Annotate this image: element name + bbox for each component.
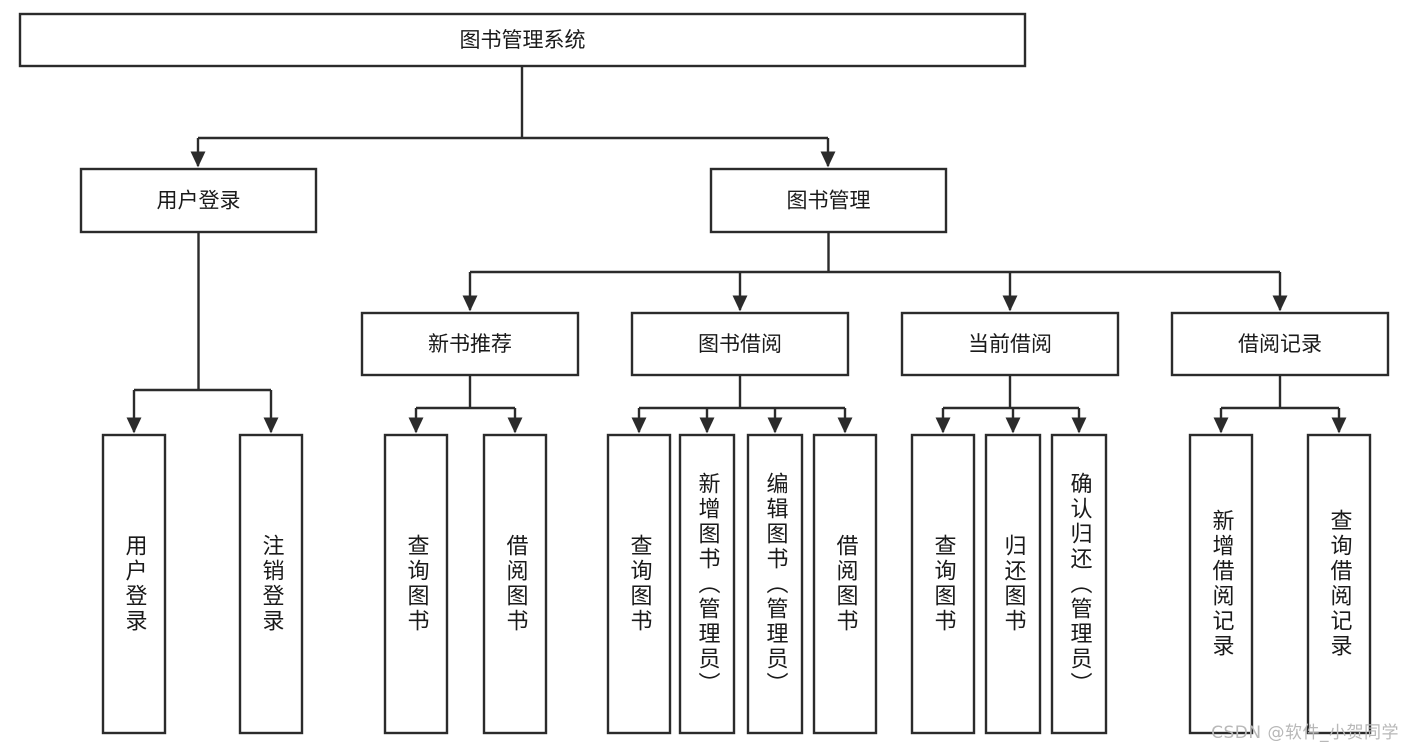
node-leaf-user-login-label-wrap: 用户登录	[121, 534, 147, 634]
node-leaf-user-login[interactable]: 用户登录	[101, 433, 167, 735]
node-user-login-label: 用户登录	[157, 189, 241, 213]
node-leaf-return-book-label: 归还图书	[1000, 534, 1026, 634]
node-borrow-record-box	[1170, 311, 1390, 377]
node-leaf-logout-login-label: 注销登录	[258, 534, 284, 634]
node-user-login[interactable]: 用户登录	[79, 167, 318, 234]
node-leaf-query-book-3-box	[910, 433, 976, 735]
node-leaf-query-book-1-label: 查询图书	[403, 534, 429, 634]
node-leaf-add-book-label-wrap: 新增图书（管理员）	[694, 471, 720, 697]
node-current-borrow-label: 当前借阅	[968, 332, 1052, 356]
node-root-system-box	[18, 12, 1027, 68]
node-user-login-box	[79, 167, 318, 234]
node-new-book-rec-box	[360, 311, 580, 377]
node-leaf-confirm-return-box	[1050, 433, 1108, 735]
node-leaf-add-record-box	[1188, 433, 1254, 735]
node-leaf-query-book-2-label-wrap: 查询图书	[626, 534, 652, 634]
node-leaf-edit-book-label-wrap: 编辑图书（管理员）	[762, 471, 788, 697]
node-leaf-add-book-label: 新增图书（管理员）	[694, 471, 720, 697]
node-leaf-edit-book[interactable]: 编辑图书（管理员）	[746, 433, 804, 735]
node-leaf-query-book-3-label-wrap: 查询图书	[930, 534, 956, 634]
node-leaf-confirm-return-label-wrap: 确认归还（管理员）	[1066, 471, 1092, 697]
node-book-borrow[interactable]: 图书借阅	[630, 311, 850, 377]
node-leaf-edit-book-label: 编辑图书（管理员）	[762, 471, 788, 697]
node-book-borrow-label: 图书借阅	[698, 332, 782, 356]
node-leaf-logout-login-label-wrap: 注销登录	[258, 534, 284, 634]
node-current-borrow-box	[900, 311, 1120, 377]
node-leaf-confirm-return-label: 确认归还（管理员）	[1066, 471, 1092, 697]
node-new-book-rec[interactable]: 新书推荐	[360, 311, 580, 377]
node-leaf-query-book-2-box	[606, 433, 672, 735]
node-leaf-return-book-box	[984, 433, 1042, 735]
node-leaf-query-record-label-wrap: 查询借阅记录	[1326, 509, 1352, 659]
node-leaf-add-record-label-wrap: 新增借阅记录	[1208, 509, 1234, 659]
node-leaf-query-book-1[interactable]: 查询图书	[383, 433, 449, 735]
node-leaf-query-record-label: 查询借阅记录	[1326, 509, 1352, 659]
node-leaf-query-book-1-label-wrap: 查询图书	[403, 534, 429, 634]
node-book-manage[interactable]: 图书管理	[709, 167, 948, 234]
node-leaf-query-record[interactable]: 查询借阅记录	[1306, 433, 1372, 735]
node-root-system-label: 图书管理系统	[460, 28, 586, 52]
connector-layer	[126, 66, 1347, 434]
node-new-book-rec-label: 新书推荐	[428, 332, 512, 356]
node-leaf-borrow-book-1-label-wrap: 借阅图书	[502, 534, 528, 634]
node-leaf-query-book-2-label: 查询图书	[626, 534, 652, 634]
node-leaf-query-book-3-label: 查询图书	[930, 534, 956, 634]
node-leaf-add-record[interactable]: 新增借阅记录	[1188, 433, 1254, 735]
node-leaf-borrow-book-2-box	[812, 433, 878, 735]
node-book-manage-label: 图书管理	[787, 189, 871, 213]
node-book-borrow-box	[630, 311, 850, 377]
node-borrow-record[interactable]: 借阅记录	[1170, 311, 1390, 377]
node-leaf-borrow-book-2-label-wrap: 借阅图书	[832, 534, 858, 634]
node-layer: 图书管理系统用户登录图书管理新书推荐图书借阅当前借阅借阅记录用户登录注销登录查询…	[18, 12, 1390, 735]
node-current-borrow[interactable]: 当前借阅	[900, 311, 1120, 377]
node-book-manage-box	[709, 167, 948, 234]
node-leaf-borrow-book-2[interactable]: 借阅图书	[812, 433, 878, 735]
node-leaf-query-book-1-box	[383, 433, 449, 735]
node-leaf-borrow-book-1[interactable]: 借阅图书	[482, 433, 548, 735]
node-leaf-user-login-box	[101, 433, 167, 735]
node-leaf-borrow-book-1-box	[482, 433, 548, 735]
node-leaf-edit-book-box	[746, 433, 804, 735]
node-leaf-query-book-3[interactable]: 查询图书	[910, 433, 976, 735]
node-leaf-add-book[interactable]: 新增图书（管理员）	[678, 433, 736, 735]
node-leaf-borrow-book-2-label: 借阅图书	[832, 534, 858, 634]
node-leaf-return-book-label-wrap: 归还图书	[1000, 534, 1026, 634]
node-leaf-add-book-box	[678, 433, 736, 735]
node-leaf-add-record-label: 新增借阅记录	[1208, 509, 1234, 659]
node-root-system[interactable]: 图书管理系统	[18, 12, 1027, 68]
node-leaf-user-login-label: 用户登录	[121, 534, 147, 634]
node-leaf-logout-login-box	[238, 433, 304, 735]
node-leaf-return-book[interactable]: 归还图书	[984, 433, 1042, 735]
node-leaf-query-book-2[interactable]: 查询图书	[606, 433, 672, 735]
node-leaf-confirm-return[interactable]: 确认归还（管理员）	[1050, 433, 1108, 735]
node-leaf-query-record-box	[1306, 433, 1372, 735]
node-leaf-borrow-book-1-label: 借阅图书	[502, 534, 528, 634]
node-leaf-logout-login[interactable]: 注销登录	[238, 433, 304, 735]
node-borrow-record-label: 借阅记录	[1238, 332, 1322, 356]
